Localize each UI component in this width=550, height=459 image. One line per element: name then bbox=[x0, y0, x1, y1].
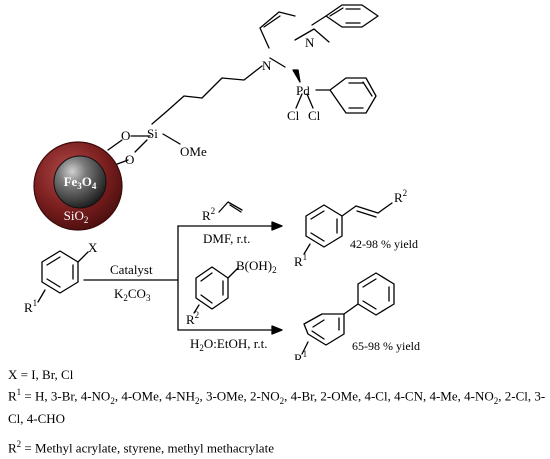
suzuki-product bbox=[301, 272, 395, 355]
shell-label: SiO2 bbox=[64, 208, 89, 225]
imidazole-ring bbox=[259, 11, 330, 68]
suzuki-conditions: H2O:EtOH, r.t. bbox=[190, 336, 267, 353]
catalyst-label: Catalyst bbox=[110, 262, 153, 277]
atom-cl-2: Cl bbox=[308, 108, 321, 123]
legend-x: X = I, Br, Cl bbox=[8, 367, 74, 382]
boronic-acid-ring bbox=[193, 266, 239, 314]
vinyl-reagent bbox=[218, 201, 243, 213]
legend-r1: R1 = H, 3-Br, 4-NO2, 4-OMe, 4-NH2, 3-OMe… bbox=[8, 387, 546, 426]
substituent-x: X bbox=[88, 240, 98, 255]
butyl-linker bbox=[151, 65, 263, 125]
suzuki-yield: 65-98 % yield bbox=[352, 339, 420, 353]
atom-ome: OMe bbox=[180, 144, 207, 159]
aryl-halide-ring bbox=[37, 250, 89, 303]
core-label: Fe3O4 bbox=[64, 174, 97, 191]
heck-product-r1: R1 bbox=[294, 252, 307, 269]
atom-o-1: O bbox=[121, 128, 130, 143]
suzuki-reagent-r2: R2 bbox=[186, 310, 199, 327]
heck-product bbox=[303, 202, 393, 255]
heck-reagent-r2: R2 bbox=[202, 206, 215, 223]
suzuki-product-r1: R1 bbox=[294, 349, 307, 360]
boronic-acid-label: B(OH)2 bbox=[236, 258, 277, 275]
reaction-scheme: Fe3O4 SiO2 N N Pd Cl Cl Si O O OMe X R1 … bbox=[24, 4, 420, 360]
core-shell-particle: Fe3O4 SiO2 bbox=[33, 141, 123, 231]
atom-si: Si bbox=[147, 126, 158, 141]
pd-phenyl-ring bbox=[315, 77, 377, 114]
n-phenyl-ring bbox=[311, 4, 379, 28]
legend-r2: R2 = Methyl acrylate, styrene, methyl me… bbox=[8, 439, 274, 456]
heck-yield: 42-98 % yield bbox=[350, 237, 418, 251]
atom-cl-1: Cl bbox=[287, 108, 300, 123]
atom-n-butyl: N bbox=[262, 58, 272, 73]
atom-o-2: O bbox=[125, 152, 134, 167]
wedge-bond bbox=[292, 69, 301, 83]
heck-product-r2: R2 bbox=[394, 188, 407, 205]
atom-n-phenyl: N bbox=[305, 35, 315, 50]
substituent-r1-start: R1 bbox=[24, 298, 37, 315]
reaction-arrows bbox=[83, 221, 283, 335]
base-label: K2CO3 bbox=[114, 286, 151, 303]
magnetite-core bbox=[53, 155, 107, 209]
atom-pd: Pd bbox=[296, 83, 310, 98]
heck-conditions: DMF, r.t. bbox=[203, 231, 250, 246]
